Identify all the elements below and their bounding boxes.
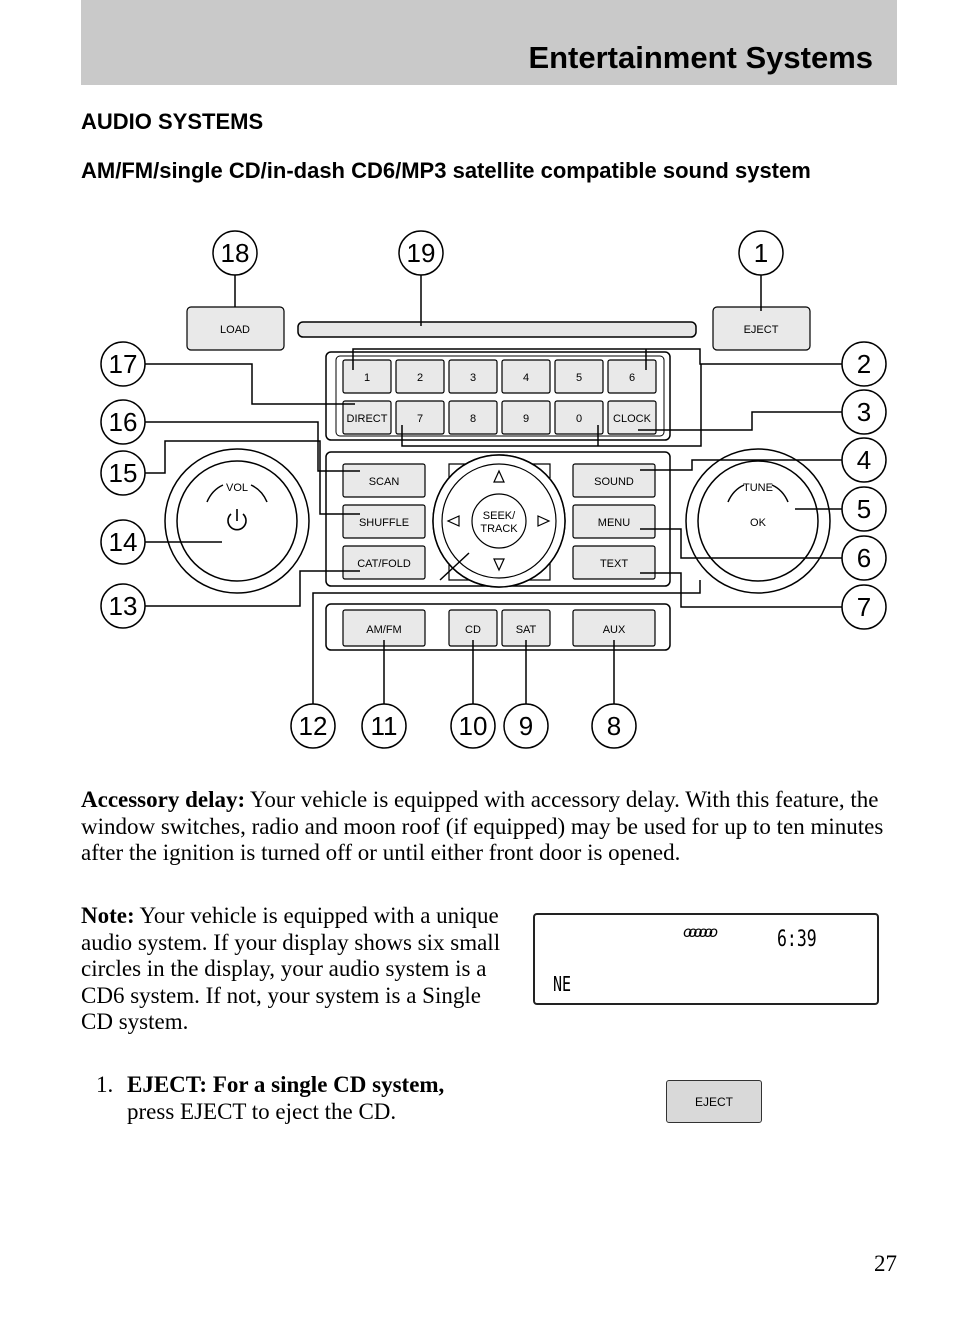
preset-5-label: 5	[576, 372, 582, 384]
callout-7: 7	[857, 592, 871, 622]
list-item-eject: 1. EJECT: For a single CD system, press …	[81, 1072, 476, 1125]
catfold-button[interactable]	[342, 545, 426, 580]
preset-3-label: 3	[470, 372, 476, 384]
callout-8: 8	[607, 711, 621, 741]
eject-item-bold: EJECT: For a single CD system,	[127, 1072, 445, 1097]
callout-13: 13	[109, 591, 138, 621]
preset-7-label: 7	[417, 413, 423, 425]
seek-left-arrow-icon	[446, 515, 460, 527]
direct-button[interactable]	[342, 400, 392, 435]
aux-label: AUX	[603, 624, 626, 636]
preset-8-button[interactable]	[448, 400, 498, 435]
amfm-label: AM/FM	[366, 624, 401, 636]
callout-5: 5	[857, 494, 871, 524]
callout-18: 18	[221, 238, 250, 268]
header-bar: Entertainment Systems	[81, 0, 897, 85]
preset-4-button[interactable]	[501, 359, 551, 394]
callout-15: 15	[109, 458, 138, 488]
callout-17: 17	[109, 349, 138, 379]
preset-1-button[interactable]	[342, 359, 392, 394]
text-button[interactable]	[572, 545, 656, 580]
page-header-title: Entertainment Systems	[528, 40, 873, 75]
preset-3-button[interactable]	[448, 359, 498, 394]
callout-12: 12	[299, 711, 328, 741]
preset-9-label: 9	[523, 413, 529, 425]
sound-label: SOUND	[594, 476, 634, 488]
power-icon	[227, 513, 247, 531]
direct-label: DIRECT	[347, 413, 388, 425]
callout-16: 16	[109, 407, 138, 437]
preset-4-label: 4	[523, 372, 529, 384]
shuffle-label: SHUFFLE	[359, 517, 409, 529]
callout-3: 3	[857, 397, 871, 427]
radio-diagram: LOAD EJECT 1 2 3 4 5 6 DIRECT 7 8 9 0 CL…	[100, 230, 887, 749]
eject-label: EJECT	[744, 324, 779, 336]
callout-2: 2	[857, 349, 871, 379]
note-label: Note:	[81, 903, 135, 928]
scan-button[interactable]	[342, 463, 426, 498]
seek-up-arrow-icon	[493, 469, 505, 483]
eject-item-text: press EJECT to eject the CD.	[127, 1098, 397, 1124]
callout-14: 14	[109, 527, 138, 557]
cd-label: CD	[465, 624, 481, 636]
preset-9-button[interactable]	[501, 400, 551, 435]
preset-2-button[interactable]	[395, 359, 445, 394]
scan-label: SCAN	[369, 476, 400, 488]
callout-10: 10	[459, 711, 488, 741]
accessory-delay-label: Accessory delay:	[81, 787, 246, 812]
tune-label: TUNE	[743, 482, 773, 494]
preset-2-label: 2	[417, 372, 423, 384]
display-clock: 6:39	[777, 927, 817, 952]
menu-label: MENU	[598, 517, 630, 529]
seek-label-line2: TRACK	[480, 523, 518, 535]
preset-0-label: 0	[576, 413, 582, 425]
preset-7-button[interactable]	[395, 400, 445, 435]
accessory-delay-paragraph: Accessory delay: Your vehicle is equippe…	[81, 787, 901, 867]
note-paragraph: Note: Your vehicle is equipped with a un…	[81, 903, 501, 1036]
preset-8-label: 8	[470, 413, 476, 425]
accessory-delay-text: Your vehicle is equipped with accessory …	[81, 787, 884, 865]
clock-button[interactable]	[607, 400, 657, 435]
callout-11: 11	[371, 711, 398, 741]
clock-label: CLOCK	[613, 413, 652, 425]
cd6-circles-indicator: oooooo	[683, 923, 718, 941]
catfold-label: CAT/FOLD	[357, 558, 411, 570]
seek-down-arrow-icon	[493, 558, 505, 572]
preset-6-label: 6	[629, 372, 635, 384]
section-title: AUDIO SYSTEMS	[81, 109, 264, 134]
subsection-title: AM/FM/single CD/in-dash CD6/MP3 satellit…	[81, 158, 811, 183]
vol-label: VOL	[226, 482, 248, 494]
eject-button[interactable]: EJECT	[666, 1080, 762, 1123]
page-number: 27	[874, 1251, 897, 1276]
note-text: Your vehicle is equipped with a unique a…	[81, 903, 501, 1034]
shuffle-button[interactable]	[342, 504, 426, 539]
menu-button[interactable]	[572, 504, 656, 539]
preset-0-button[interactable]	[554, 400, 604, 435]
callout-1: 1	[754, 238, 768, 268]
radio-display: oooooo 6:39 NE	[533, 913, 879, 1005]
sound-button[interactable]	[572, 463, 656, 498]
seek-label-line1: SEEK/	[483, 510, 516, 522]
callout-19: 19	[407, 238, 436, 268]
sat-label: SAT	[516, 624, 537, 636]
list-item-number: 1.	[96, 1072, 114, 1097]
display-label: NE	[553, 972, 572, 996]
load-label: LOAD	[220, 324, 250, 336]
callout-9: 9	[519, 711, 533, 741]
callout-4: 4	[857, 445, 871, 475]
callout-6: 6	[857, 543, 871, 573]
preset-1-label: 1	[364, 372, 370, 384]
text-label: TEXT	[600, 558, 628, 570]
ok-label: OK	[750, 517, 767, 529]
preset-6-button[interactable]	[607, 359, 657, 394]
preset-5-button[interactable]	[554, 359, 604, 394]
seek-right-arrow-icon	[537, 515, 551, 527]
